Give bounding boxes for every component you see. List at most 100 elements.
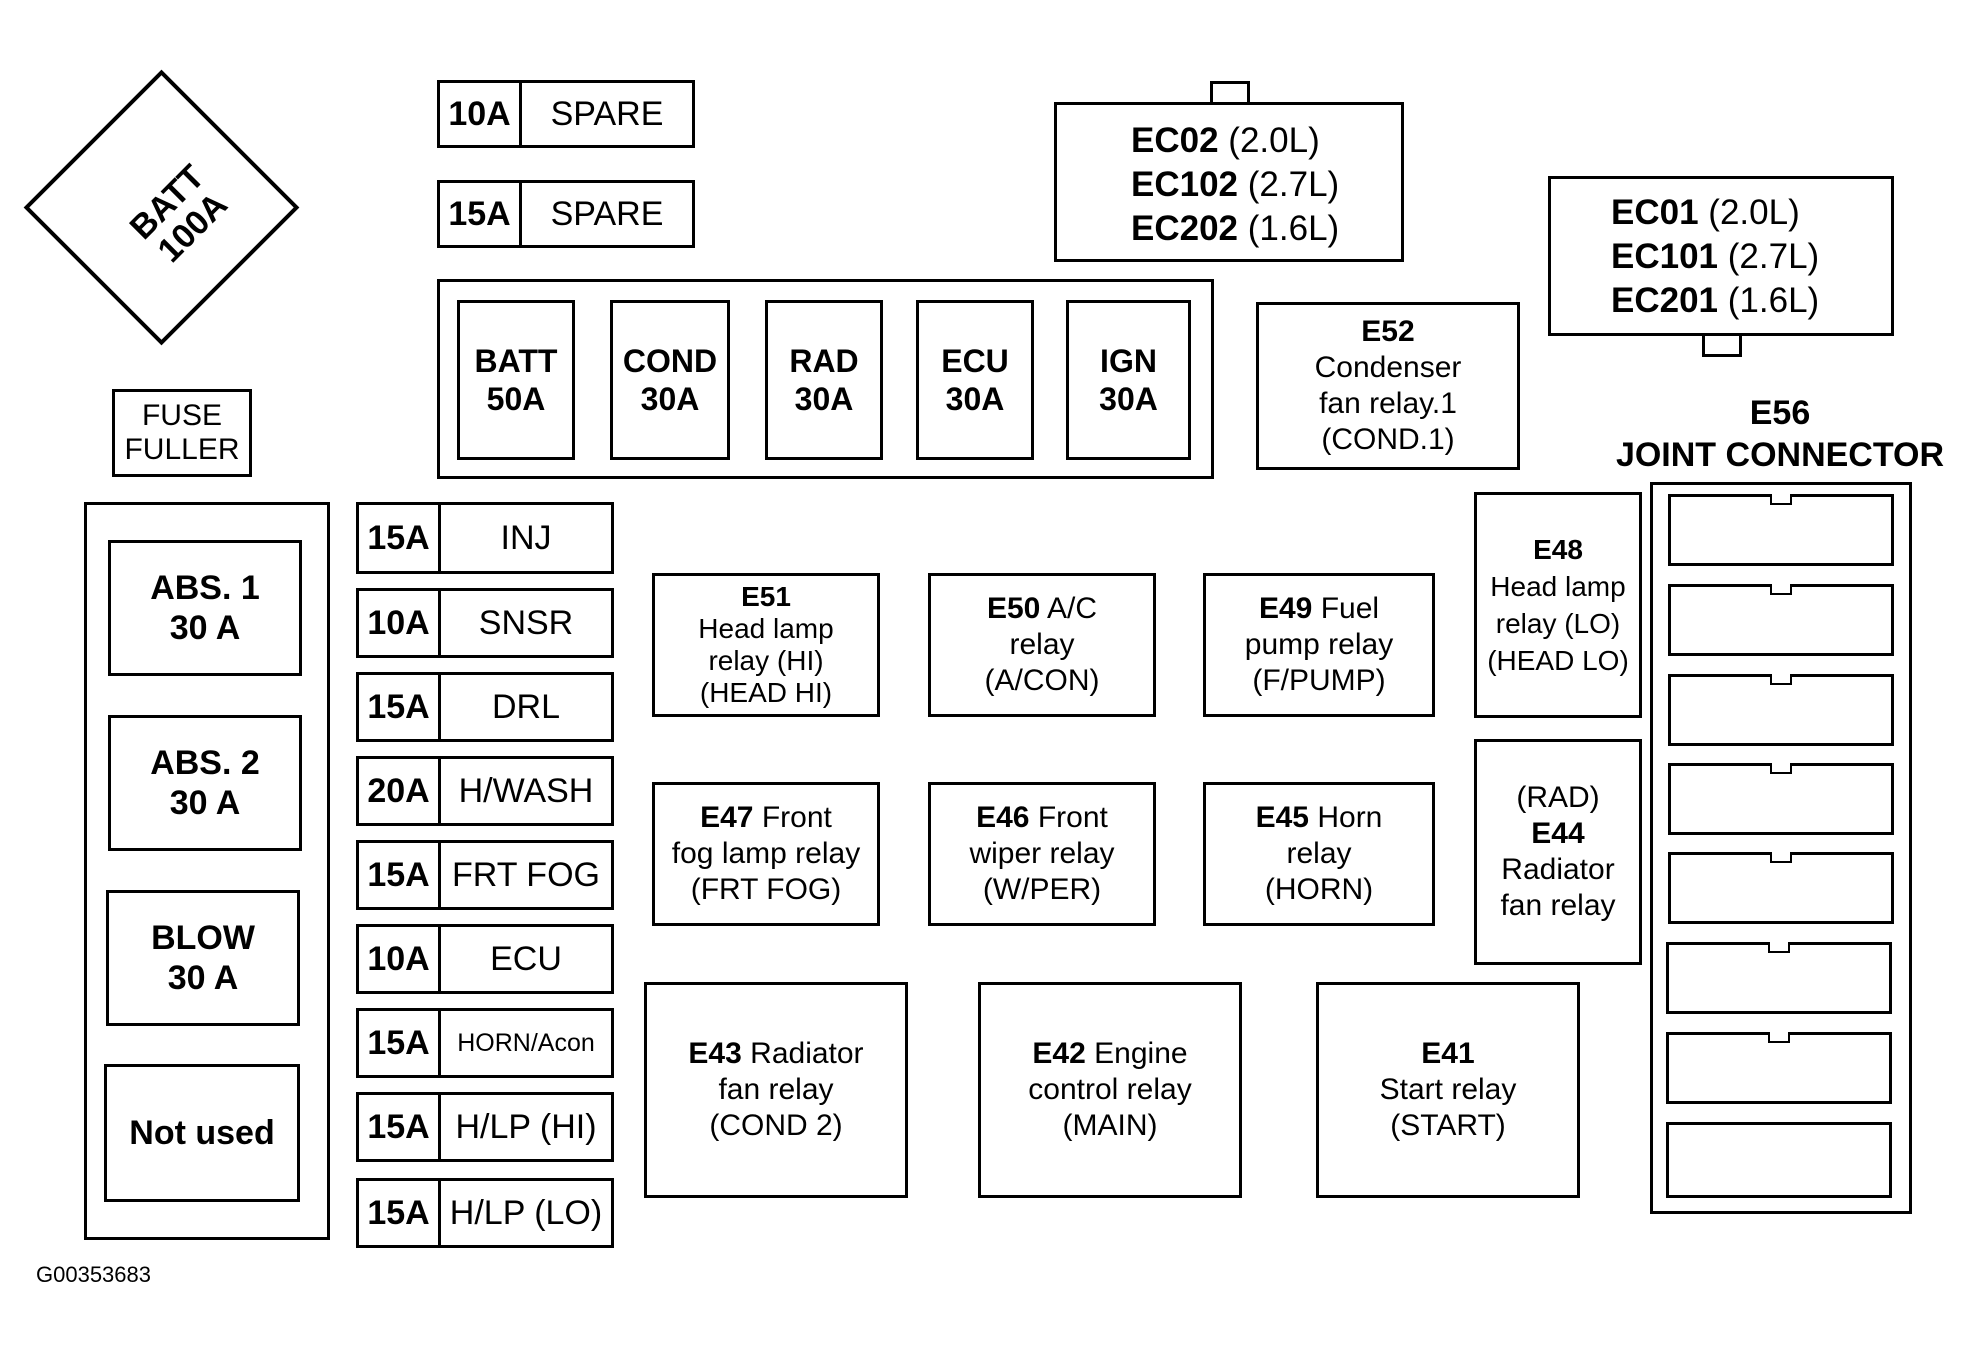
ec-right-connector: EC01 (2.0L) EC101 (2.7L) EC201 (1.6L) [1548,176,1894,336]
mini-fuse-ecu-amp: 10A [359,927,441,991]
ec-top-row-3: EC202 (1.6L) [1131,207,1401,251]
mini-fuse-hlp-lo-name: H/LP (LO) [449,1193,603,1232]
relay-e45-line3: (HORN) [1264,873,1374,906]
fusible-link-ecu-name: ECU [941,343,1009,379]
relay-e45: E45 Horn relay (HORN) [1203,782,1435,926]
fuse-abs1-rating: 30 A [169,609,241,647]
slot-notch-6 [1768,942,1790,953]
fusible-link-rad: RAD 30A [765,300,883,460]
ec102-code: EC102 [1131,165,1239,204]
relay-e46-line1: Front [1037,801,1108,834]
fusible-link-ign-rating: 30A [1099,381,1158,417]
relay-e49-code: E49 [1258,592,1313,625]
mini-fuse-ecu: 10A ECU [356,924,614,994]
mini-fuse-drl-amp: 15A [359,675,441,739]
relay-e51-code: E51 [741,581,791,612]
relay-e41-line1: Start relay [1379,1073,1517,1106]
relay-e42-code: E42 [1032,1037,1086,1070]
joint-connector-slot-8 [1666,1122,1892,1198]
relay-e47-line3: (FRT FOG) [690,873,842,906]
ec202-spec: (1.6L) [1247,209,1340,248]
relay-e43-line3: (COND 2) [709,1109,843,1142]
ec01-spec: (2.0L) [1708,193,1800,232]
relay-e50-line2: relay [1009,628,1075,661]
mini-fuse-drl: 15A DRL [356,672,614,742]
relay-e47-line1: Front [761,801,832,834]
slot-notch-3 [1770,674,1792,685]
joint-connector-slot-3 [1668,674,1894,746]
fuse-abs2-rating: 30 A [169,784,241,822]
fusible-link-rad-name: RAD [789,343,859,379]
relay-e44-line2: fan relay [1500,889,1616,922]
mini-fuse-ecu-name: ECU [490,939,562,978]
relay-e52-code: E52 [1361,315,1415,348]
ec201-spec: (1.6L) [1727,281,1820,320]
relay-e48-line2: relay (LO) [1495,608,1621,639]
mini-fuse-horn-acon-amp: 15A [359,1011,441,1075]
mini-fuse-horn-acon-name: HORN/Acon [457,1028,595,1057]
spare-fuse-1: 10A SPARE [437,80,695,148]
spare-fuse-2-amp: 15A [440,183,522,245]
relay-e47: E47 Front fog lamp relay (FRT FOG) [652,782,880,926]
ec-top-tab [1210,81,1250,105]
relay-e49-line2: pump relay [1244,628,1394,661]
relay-e50: E50 A/C relay (A/CON) [928,573,1156,717]
ec202-code: EC202 [1131,209,1239,248]
relay-e49: E49 Fuel pump relay (F/PUMP) [1203,573,1435,717]
relay-e43: E43 Radiator fan relay (COND 2) [644,982,908,1198]
fusible-link-ecu: ECU 30A [916,300,1034,460]
fuse-puller: FUSE FULLER [112,389,252,477]
relay-e51: E51 Head lamp relay (HI) (HEAD HI) [652,573,880,717]
fusible-link-batt-rating: 50A [486,381,546,417]
joint-connector-body [1650,482,1912,1214]
relay-e41-line2: (START) [1390,1109,1506,1142]
fuse-blow-name: BLOW [151,919,255,957]
joint-connector-title: JOINT CONNECTOR [1615,436,1945,474]
joint-connector-code: E56 [1749,394,1811,432]
relay-e46-line2: wiper relay [969,837,1115,870]
joint-connector-slot-6 [1666,942,1892,1014]
spare-fuse-2: 15A SPARE [437,180,695,248]
mini-fuse-h-wash: 20A H/WASH [356,756,614,826]
relay-e50-code: E50 [986,592,1041,625]
slot-notch-2 [1770,584,1792,595]
relay-e52-line1: Condenser [1314,351,1462,384]
relay-e47-line2: fog lamp relay [671,837,861,870]
relay-e44-line0: (RAD) [1516,781,1600,814]
relay-e51-line2: relay (HI) [708,645,824,676]
figure-id: G00353683 [36,1262,151,1287]
fuse-not-used: Not used [104,1064,300,1202]
relay-e49-line1: Fuel [1320,592,1380,625]
ec-top-connector: EC02 (2.0L) EC102 (2.7L) EC202 (1.6L) [1054,102,1404,262]
spare-fuse-1-amp: 10A [440,83,522,145]
fusible-link-cond-rating: 30A [640,381,700,417]
relay-e50-line3: (A/CON) [984,664,1100,697]
ec-top-row-1: EC02 (2.0L) [1131,119,1401,163]
relay-e44: (RAD) E44 Radiator fan relay [1474,739,1642,965]
fuse-abs1-name: ABS. 1 [150,569,260,607]
relay-e42-line3: (MAIN) [1062,1109,1158,1142]
joint-connector-slot-4 [1668,763,1894,835]
relay-e51-line3: (HEAD HI) [699,677,833,708]
spare-fuse-2-name: SPARE [550,194,664,233]
mini-fuse-inj-amp: 15A [359,505,441,571]
fuse-abs2: ABS. 2 30 A [108,715,302,851]
joint-connector-slot-2 [1668,584,1894,656]
relay-e45-line2: relay [1286,837,1352,870]
slot-notch-4 [1770,763,1792,774]
fusible-link-batt: BATT 50A [457,300,575,460]
relay-e46-code: E46 [976,801,1030,834]
mini-fuse-snsr-name: SNSR [478,603,574,642]
joint-connector-slot-7 [1666,1032,1892,1104]
fuse-blow-rating: 30 A [167,959,239,997]
relay-e47-code: E47 [700,801,754,834]
ec02-code: EC02 [1131,121,1219,160]
ec02-spec: (2.0L) [1228,121,1320,160]
slot-notch-1 [1770,494,1792,505]
relay-e44-line1: Radiator [1501,853,1615,886]
mini-fuse-frt-fog-name: FRT FOG [452,855,600,894]
relay-e42-line1: Engine [1094,1037,1188,1070]
mini-fuse-hlp-lo-amp: 15A [359,1181,441,1245]
fusible-link-cond: COND 30A [610,300,730,460]
joint-connector-slot-5 [1668,852,1894,924]
